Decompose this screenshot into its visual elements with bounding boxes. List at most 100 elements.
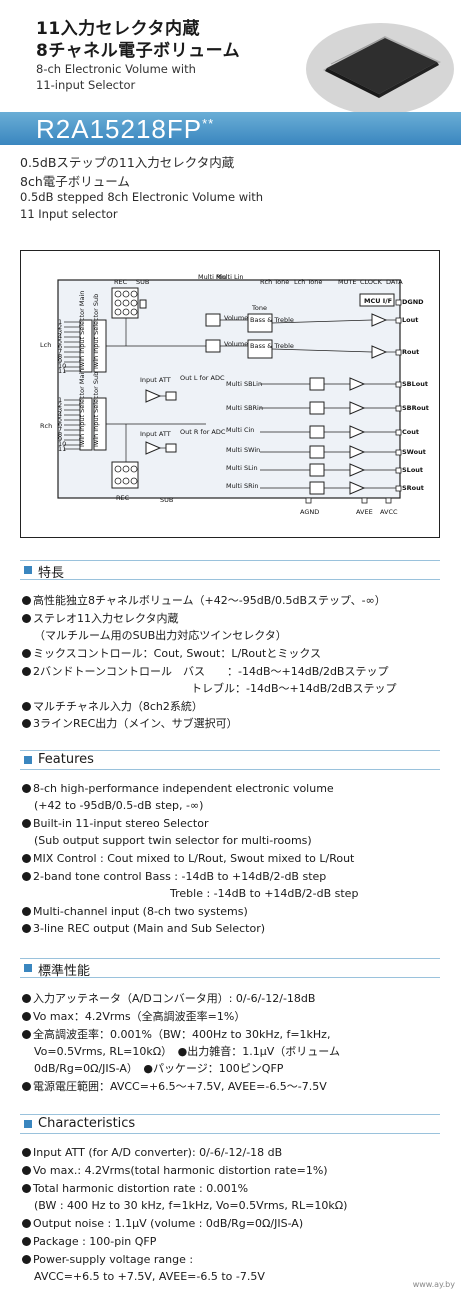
rch-tone-label: Rch Tone	[260, 278, 289, 286]
block-diagram: REC SUB Multi Rin Multi Lin Rch Tone Lch…	[20, 250, 440, 538]
bullet-icon	[22, 1082, 31, 1091]
feature-jp-3: ミックスコントロール：Cout, Swout：L/Routとミックス	[22, 645, 321, 661]
spec-jp-4: 電源電圧範囲：AVCC=+6.5〜+7.5V, AVEE=-6.5〜-7.5V	[22, 1078, 327, 1094]
pin-number-lch-8: 8	[58, 352, 62, 360]
section-square-icon	[24, 1120, 32, 1128]
pin-number-rch-4: 4	[58, 411, 62, 419]
bullet-icon	[22, 854, 31, 863]
part-number-bar	[0, 112, 461, 145]
volume-l-label: Volume	[224, 314, 248, 322]
spec-jp-2: Vo max：4.2Vrms（全高調波歪率=1%）	[22, 1008, 245, 1024]
section-square-icon	[24, 756, 32, 764]
feature-jp-2-cont: （マルチルーム用のSUB出力対応ツインセレクタ）	[34, 629, 287, 642]
feature-en-3: MIX Control : Cout mixed to L/Rout, Swou…	[22, 852, 354, 865]
sbrout-label: SBRout	[402, 404, 429, 412]
section-features-en: Features	[20, 750, 440, 770]
bullet-icon	[22, 1237, 31, 1246]
data-label: DATA	[386, 278, 403, 286]
section-square-icon	[24, 566, 32, 574]
feature-en-4: 2-band tone control Bass : -14dB to +14d…	[22, 870, 326, 883]
spec-en-6: Power-supply voltage range :	[22, 1253, 193, 1266]
pin-number-rch-2: 2	[58, 401, 62, 409]
slout-label: SLout	[402, 466, 423, 474]
bullet-icon	[22, 924, 31, 933]
intro-jp-line-2: 8ch電子ボリューム	[20, 174, 130, 189]
multi-srin: Multi SRin	[226, 482, 259, 490]
chip-image	[306, 23, 454, 115]
pin-number-rch-10: 10	[58, 440, 66, 448]
bullet-icon	[22, 614, 31, 623]
multi-slin: Multi SLin	[226, 464, 258, 472]
bullet-icon	[22, 1219, 31, 1228]
bullet-icon	[22, 702, 31, 711]
pin-number-rch-3: 3	[58, 406, 62, 414]
tone-label: Tone	[251, 304, 267, 312]
bass-treble-l: Bass & Treble	[250, 316, 294, 324]
spec-en-5: Package : 100-pin QFP	[22, 1235, 156, 1248]
sblout-label: SBLout	[402, 380, 428, 388]
lch-tone-label: Lch Tone	[294, 278, 322, 286]
pin-number-lch-1: 1	[58, 318, 62, 326]
pin-number-lch-4: 4	[58, 333, 62, 341]
twin-selector-sub-rch: Twin Input Selector Sub	[92, 372, 100, 449]
spec-jp-3: 全高調波歪率：0.001%（BW：400Hz to 30kHz, f=1kHz,	[22, 1026, 330, 1042]
cout-label: Cout	[402, 428, 419, 436]
spec-en-4: Output noise : 1.1μV (volume : 0dB/Rg=0Ω…	[22, 1217, 303, 1230]
twin-selector-main-lch: Twin Input Selector Main	[78, 291, 86, 371]
title-line-1: 11入力セレクタ内蔵	[36, 19, 200, 39]
avee-label: AVEE	[356, 508, 373, 516]
multi-cin: Multi Cin	[226, 426, 254, 434]
pin-number-lch-11: 11	[58, 367, 66, 375]
rout-label: Rout	[402, 348, 419, 356]
bullet-icon	[22, 1012, 31, 1021]
mute-label: MUTE	[338, 278, 356, 286]
clock-label: CLOCK	[360, 278, 383, 286]
twin-selector-main-rch: Twin Input Selector Main	[78, 369, 86, 449]
multi-sbrin: Multi SBRin	[226, 404, 263, 412]
section-spec-en: Characteristics	[20, 1114, 440, 1134]
out-l-adc: Out L for ADC	[180, 374, 225, 382]
spec-en-1: Input ATT (for A/D converter): 0/-6/-12/…	[22, 1146, 282, 1159]
lout-label: Lout	[402, 316, 418, 324]
feature-jp-2: ステレオ11入力セレクタ内蔵	[22, 610, 179, 626]
bass-treble-r: Bass & Treble	[250, 342, 294, 350]
spec-en-3-cont: (BW : 400 Hz to 30 kHz, f=1kHz, Vo=0.5Vr…	[34, 1199, 348, 1212]
spec-jp-3-cont-2: 0dB/Rg=0Ω/JIS-A） ●パッケージ：100ピンQFP	[34, 1062, 284, 1075]
bullet-icon	[22, 819, 31, 828]
pin-number-rch-11: 11	[58, 445, 66, 453]
feature-en-2-cont: (Sub output support twin selector for mu…	[34, 834, 312, 847]
pin-number-rch-9: 9	[58, 435, 62, 443]
lch-label: Lch	[40, 341, 51, 349]
out-r-adc: Out R for ADC	[180, 428, 226, 436]
rec-top-label: REC	[114, 278, 128, 286]
sub-top-label: SUB	[136, 278, 149, 286]
bullet-icon	[22, 596, 31, 605]
intro-jp-line-1: 0.5dBステップの11入力セレクタ内蔵	[20, 155, 235, 170]
pin-number-rch-6: 6	[58, 421, 62, 429]
feature-jp-1: 高性能独立8チャネルボリューム（+42〜-95dB/0.5dBステップ、-∞）	[22, 592, 386, 608]
section-square-icon	[24, 964, 32, 972]
bullet-icon	[22, 907, 31, 916]
multi-lin-label: Multi Lin	[216, 273, 244, 281]
spec-jp-3-cont-1: Vo=0.5Vrms, RL=10kΩ） ●出力雑音：1.1μV（ボリューム	[34, 1045, 340, 1058]
bullet-icon	[22, 994, 31, 1003]
bullet-icon	[22, 1184, 31, 1193]
bullet-icon	[22, 784, 31, 793]
pin-number-lch-10: 10	[58, 362, 66, 370]
pin-number-lch-6: 6	[58, 343, 62, 351]
rec-bottom-label: REC	[116, 494, 130, 502]
bullet-icon	[22, 872, 31, 881]
header: 11入力セレクタ内蔵 8チャネル電子ボリューム 8-ch Electronic …	[0, 0, 461, 145]
swout-label: SWout	[402, 448, 426, 456]
multi-rin-label: Multi Rin	[198, 273, 226, 281]
feature-jp-4: 2バンドトーンコントロール バス ：-14dB〜+14dB/2dBステップ	[22, 663, 388, 679]
input-att-rch: Input ATT	[140, 430, 171, 438]
sub-bottom-label: SUB	[160, 496, 173, 504]
srout-label: SRout	[402, 484, 424, 492]
spec-jp-1: 入力アッテネータ（A/Dコンバータ用）: 0/-6/-12/-18dB	[22, 990, 315, 1006]
pin-number-lch-5: 5	[58, 338, 62, 346]
bullet-icon	[22, 667, 31, 676]
intro-en-line-1: 0.5dB stepped 8ch Electronic Volume with	[20, 190, 264, 204]
bullet-icon	[22, 1148, 31, 1157]
watermark: www.ay.by	[412, 1280, 455, 1289]
